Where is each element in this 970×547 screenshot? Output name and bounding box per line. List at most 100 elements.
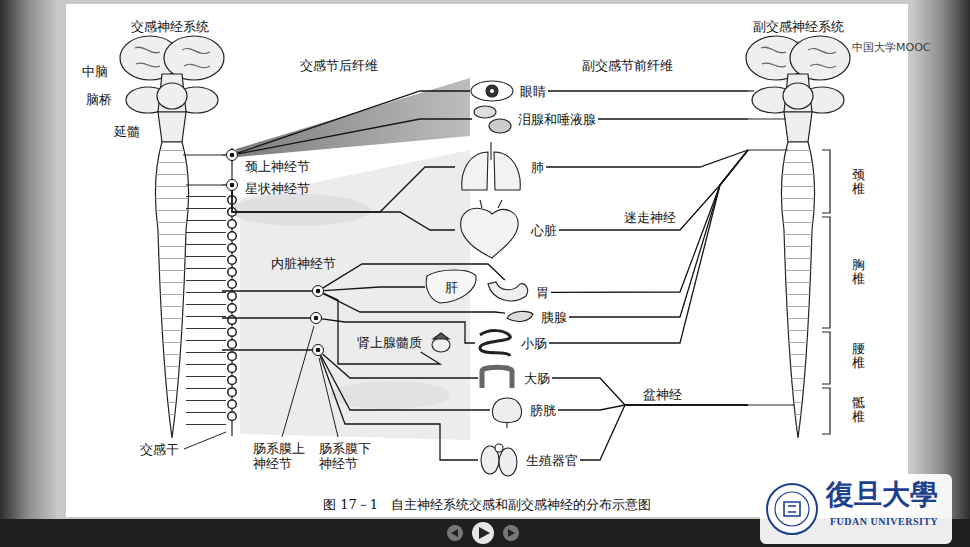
genital-organ <box>495 444 503 452</box>
ramus-stub <box>183 154 222 155</box>
logo-text: FUDAN UNIVERSITY <box>830 516 938 528</box>
organ: 胃 <box>485 280 551 305</box>
large-intestine <box>482 367 512 388</box>
heart <box>461 209 519 258</box>
nerve-fiber <box>552 378 748 405</box>
brainstem <box>784 74 812 112</box>
organ: 大肠 <box>478 365 552 391</box>
nervous-system: 副交感神经系统 <box>748 16 848 440</box>
part-label: 延髓 <box>114 124 140 139</box>
bracket <box>822 332 830 384</box>
nerve-fiber <box>598 118 748 119</box>
play-icon <box>479 527 490 539</box>
prev-button <box>447 525 463 541</box>
medulla <box>158 112 186 142</box>
node-label: 胰腺 <box>541 310 567 325</box>
leader-line <box>282 326 314 437</box>
node-label: 胃 <box>536 285 549 300</box>
play-button <box>472 522 494 544</box>
node-label: 肠系膜上神经节 <box>253 441 309 471</box>
fiber-shading <box>330 381 450 409</box>
gyri <box>761 47 836 68</box>
nerve-name: 迷走神经 <box>622 210 678 225</box>
organ: 膀胱 <box>490 396 558 424</box>
salivary-gland <box>489 119 511 133</box>
stub <box>748 149 788 150</box>
nerve-stubs <box>748 91 794 405</box>
nerve-fiber <box>222 290 312 291</box>
logo-text: 復旦大學 <box>826 478 938 512</box>
eye <box>471 81 513 101</box>
next-button <box>503 525 519 541</box>
liver <box>426 270 476 303</box>
nervous-system: 交感神经系统 <box>118 16 222 440</box>
medulla <box>784 112 812 142</box>
leader-line <box>184 432 226 449</box>
vertebra-label: 骶椎 <box>852 396 865 425</box>
nerve-fiber <box>323 354 478 378</box>
node-label: 肠系膜下神经节 <box>319 441 375 471</box>
node-label: 肝 <box>445 280 458 295</box>
stub <box>748 404 794 405</box>
part-label: 脑桥 <box>86 92 112 107</box>
stub <box>748 90 754 91</box>
organ: 生殖器官 <box>478 440 580 480</box>
nerve-fiber <box>238 91 470 153</box>
rami-lines <box>186 196 226 426</box>
node-label: 颈上神经节 <box>245 159 310 174</box>
fiber-fan <box>236 78 470 157</box>
ramus-stub <box>186 184 222 185</box>
next-icon <box>508 529 515 537</box>
part-label: 交感干 <box>140 442 179 457</box>
bladder <box>493 398 522 423</box>
pons <box>783 83 813 109</box>
cord-segments <box>798 150 799 432</box>
node-label: 眼睛 <box>520 84 546 99</box>
pupil-light <box>490 89 494 93</box>
nerve-fiber <box>569 150 748 317</box>
kidney <box>432 338 450 352</box>
stomach <box>488 282 528 301</box>
lung <box>462 152 488 190</box>
iris <box>486 85 498 97</box>
ganglion: 肠系膜下神经节 <box>312 344 324 356</box>
vertebra-label: 颈椎 <box>852 168 865 197</box>
nerve-fiber <box>323 264 505 288</box>
slide-frame <box>0 0 970 519</box>
nerve-fiber <box>548 90 748 91</box>
trachea <box>490 142 491 160</box>
brainstem <box>158 74 186 112</box>
chain-ganglia <box>229 200 236 428</box>
nerve-fiber <box>549 150 748 343</box>
nerve-fiber <box>559 150 748 230</box>
nerve-fiber <box>222 349 312 350</box>
slide-ground <box>66 4 908 517</box>
nerve-fiber <box>323 293 440 364</box>
parasympathetic-cns-figure <box>746 36 850 438</box>
organ: 肾上腺髓质 <box>355 332 454 352</box>
node-label: 肺 <box>531 160 544 175</box>
node-label: 小肠 <box>521 336 547 351</box>
cord-segment-lines <box>152 150 192 432</box>
ganglion: 星状神经节 <box>226 179 238 191</box>
part-label: 中脑 <box>82 64 108 79</box>
organ: 眼睛 <box>470 80 548 102</box>
node-label: 心脏 <box>531 223 557 238</box>
small-intestine <box>480 331 510 356</box>
node-label: 泪腺和唾液腺 <box>518 112 596 127</box>
bracket <box>822 150 830 213</box>
nerve-name: 盆神经 <box>641 387 684 402</box>
figure-caption: 图 17－1 自主神经系统交感和副交感神经的分布示意图 <box>323 497 651 513</box>
node-label: 肾上腺髓质 <box>357 335 422 350</box>
organ: 小肠 <box>475 328 549 358</box>
gyri <box>135 47 210 68</box>
nerve-fiber <box>546 150 748 167</box>
vertebra-label: 腰椎 <box>852 342 865 371</box>
nerve-fiber <box>321 355 490 410</box>
vertebra-label: 胸椎 <box>852 258 865 287</box>
node-label: 内脏神经节 <box>271 256 336 271</box>
bracket <box>822 388 830 434</box>
